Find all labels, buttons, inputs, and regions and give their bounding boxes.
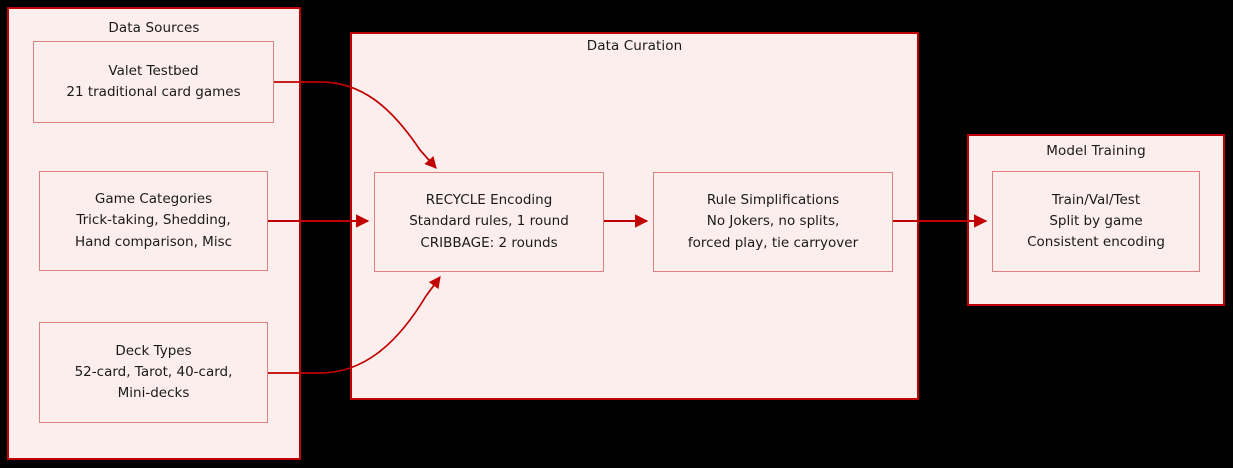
node-recycle-encoding[interactable]: RECYCLE Encoding Standard rules, 1 round…	[374, 172, 604, 272]
node-valet-testbed[interactable]: Valet Testbed 21 traditional card games	[33, 41, 274, 123]
node-deck-types-line-1: Deck Types	[115, 342, 192, 359]
node-rule-simplifications-line-2: No Jokers, no splits,	[706, 213, 840, 230]
node-recycle-encoding-line-2: Standard rules, 1 round	[409, 213, 569, 230]
node-train-val-test-line-3: Consistent encoding	[1027, 234, 1165, 251]
node-game-categories-line-1: Game Categories	[94, 191, 213, 207]
node-recycle-encoding-line-1: RECYCLE Encoding	[425, 192, 553, 208]
node-rule-simplifications-line-1: Rule Simplifications	[706, 192, 840, 208]
node-train-val-test-line-1: Train/Val/Test	[1051, 191, 1141, 208]
node-rule-simplifications-line-3: forced play, tie carryover	[687, 234, 859, 251]
node-game-categories-line-3: Hand comparison, Misc	[74, 233, 233, 250]
cluster-title-data-curation: Data Curation	[586, 38, 683, 54]
node-train-val-test-line-2: Split by game	[1049, 212, 1143, 229]
node-game-categories[interactable]: Game Categories Trick-taking, Shedding, …	[39, 171, 268, 271]
node-recycle-encoding-line-3: CRIBBAGE: 2 rounds	[420, 234, 558, 251]
node-rule-simplifications[interactable]: Rule Simplifications No Jokers, no split…	[653, 172, 893, 272]
node-deck-types-line-2: 52-card, Tarot, 40-card,	[74, 363, 233, 380]
node-valet-testbed-line-2: 21 traditional card games	[66, 84, 241, 100]
node-valet-testbed-line-1: Valet Testbed	[108, 62, 199, 79]
node-deck-types[interactable]: Deck Types 52-card, Tarot, 40-card, Mini…	[39, 322, 268, 423]
cluster-title-data-sources: Data Sources	[108, 20, 200, 36]
cluster-title-model-training: Model Training	[1046, 143, 1146, 159]
node-deck-types-line-3: Mini-decks	[117, 385, 190, 402]
node-train-val-test[interactable]: Train/Val/Test Split by game Consistent …	[992, 171, 1200, 272]
node-game-categories-line-2: Trick-taking, Shedding,	[76, 212, 231, 229]
